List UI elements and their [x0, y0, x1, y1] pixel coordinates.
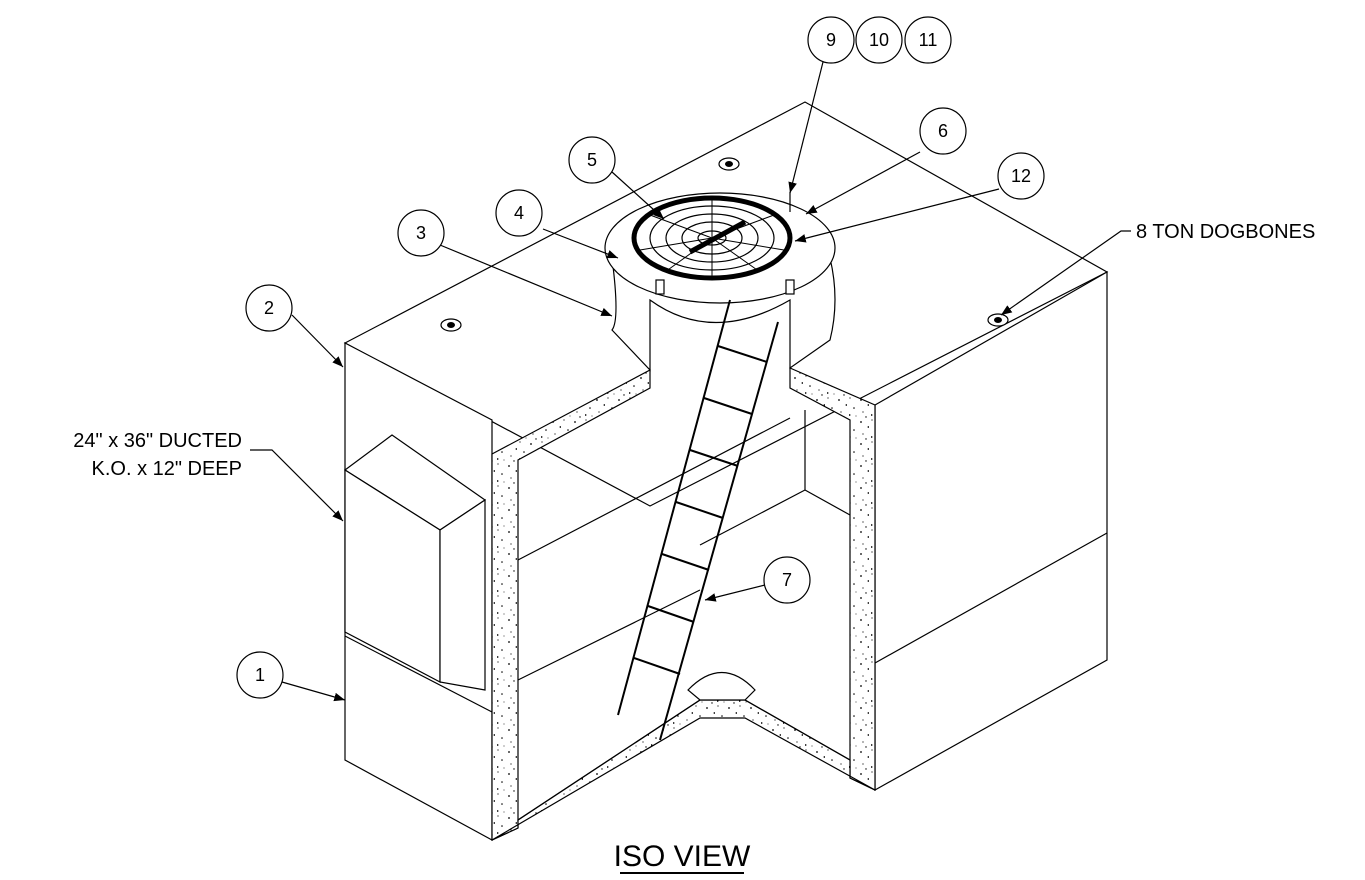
callout-6-label: 6	[938, 121, 948, 141]
view-title-text: ISO VIEW	[614, 840, 751, 873]
callout-2-label: 2	[264, 298, 274, 318]
callout-1: 1	[236, 651, 284, 699]
callout-7: 7	[763, 556, 811, 604]
callout-9: 9	[807, 16, 855, 64]
callout-12-label: 12	[1011, 166, 1031, 186]
floor-sump	[687, 671, 756, 701]
callout-9-label: 9	[826, 30, 836, 50]
dogbone-anchors	[440, 157, 1009, 332]
hatch-assembly	[604, 192, 836, 372]
callout-4: 4	[495, 189, 543, 237]
callout-3: 3	[397, 209, 445, 257]
callout-10-label: 10	[869, 30, 889, 50]
callout-6: 6	[919, 107, 967, 155]
knockout-note-line1: 24" x 36" DUCTED	[73, 430, 242, 452]
callout-12: 12	[997, 152, 1045, 200]
callout-11-label: 11	[919, 30, 938, 50]
ladder	[617, 299, 779, 741]
callout-7-label: 7	[782, 570, 792, 590]
floor-section	[491, 699, 876, 841]
callout-2: 2	[245, 284, 293, 332]
dogbone-anchor	[987, 313, 1009, 327]
dogbone-anchor	[718, 157, 740, 171]
callout-4-label: 4	[514, 203, 524, 223]
view-title: ISO VIEW	[614, 840, 751, 874]
dogbone-anchor	[440, 318, 462, 332]
ducted-knockout	[343, 434, 487, 691]
callout-3-label: 3	[416, 223, 426, 243]
callout-11: 11	[904, 16, 952, 64]
knockout-note-line2: K.O. x 12" DEEP	[92, 458, 243, 480]
callout-10: 10	[855, 16, 903, 64]
callout-5-label: 5	[587, 150, 597, 170]
callout-5: 5	[568, 136, 616, 184]
dogbones-note: 8 TON DOGBONES	[1136, 221, 1315, 243]
leader-lines	[250, 61, 1131, 702]
callout-1-label: 1	[255, 665, 265, 685]
